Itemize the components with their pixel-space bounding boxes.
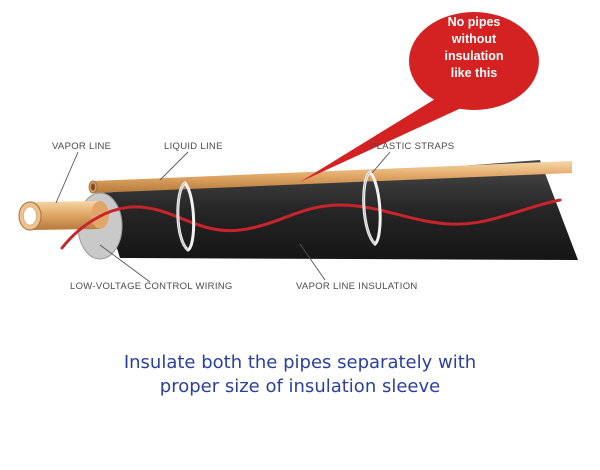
label-plastic-straps: PLASTIC STRAPS: [370, 141, 455, 152]
leader-lines: [55, 151, 391, 283]
callout-bubble-tail: [300, 96, 470, 182]
plastic-strap-left-edge: [177, 182, 189, 251]
leader-insulation: [299, 243, 326, 281]
caption-line-2: proper size of insulation sleeve: [159, 376, 441, 397]
leader-plastic-straps: [371, 151, 391, 174]
vapor-line-bore: [23, 206, 37, 226]
plastic-strap-right-edge: [363, 171, 376, 245]
leader-liquid-line: [159, 151, 189, 181]
callout-text: No pipes without insulation like this: [444, 15, 504, 80]
label-liquid-line: LIQUID LINE: [164, 141, 223, 152]
vapor-line-pipe: [30, 201, 100, 230]
caption-line-1: Insulate both the pipes separately with: [123, 352, 477, 373]
leader-control-wiring: [99, 244, 151, 283]
callout-bubble: [409, 12, 539, 110]
label-vapor-line-insulation: VAPOR LINE INSULATION: [296, 281, 418, 292]
label-control-wiring: LOW-VOLTAGE CONTROL WIRING: [70, 281, 233, 292]
liquid-line-pipe: [93, 161, 572, 193]
liquid-line-bore: [91, 183, 95, 191]
leader-vapor-line: [55, 151, 79, 204]
control-wiring: [60, 198, 562, 250]
label-vapor-line: VAPOR LINE: [52, 141, 112, 152]
